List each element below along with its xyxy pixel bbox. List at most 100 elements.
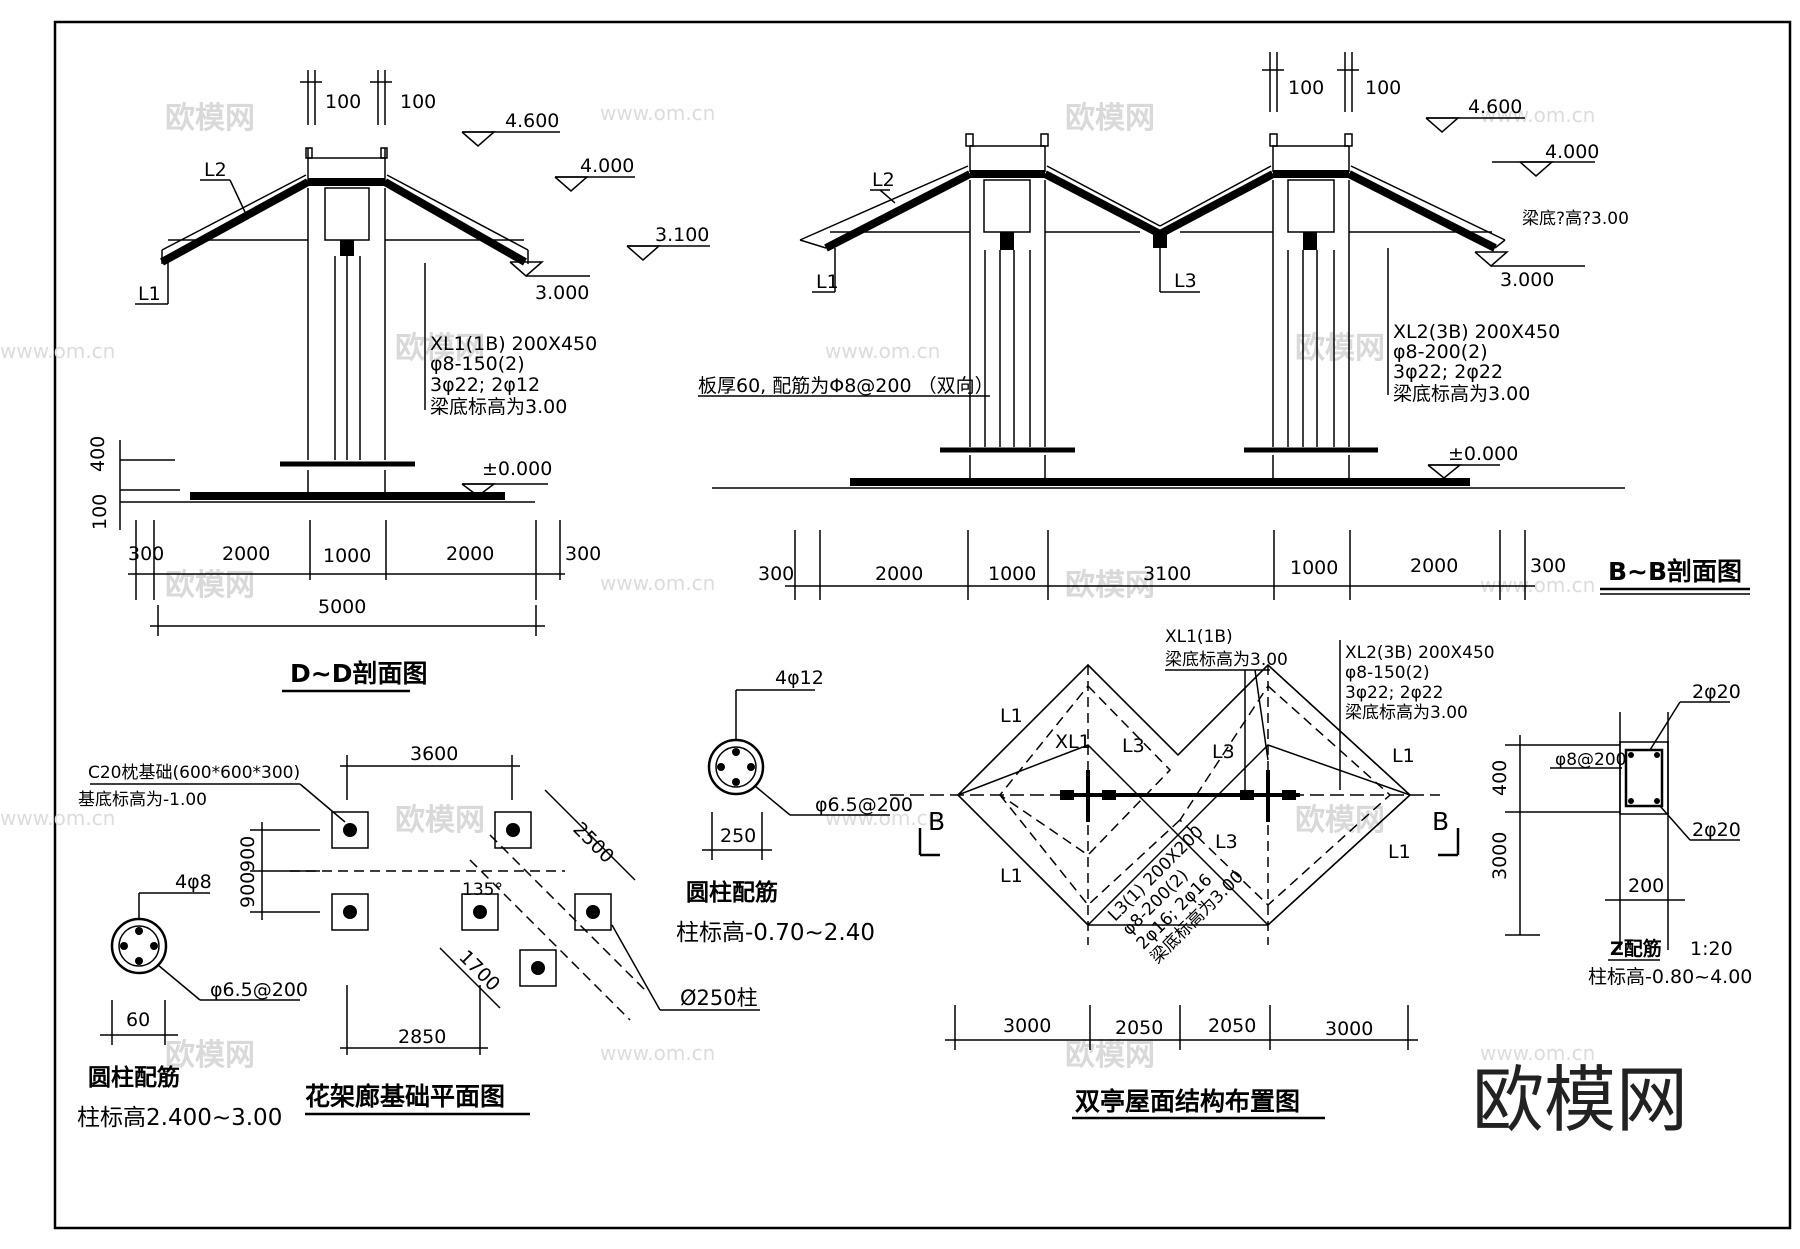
z-height: 400 — [1489, 760, 1511, 796]
dd-dim: 1000 — [323, 545, 371, 567]
dd-dim: 2000 — [222, 543, 270, 565]
roof-dim: 3000 — [1325, 1018, 1373, 1040]
bb-label-l2: L2 — [872, 169, 895, 191]
bb-dim: 1000 — [1290, 557, 1338, 579]
roof-note-xl2: 梁底标高为3.00 — [1345, 703, 1468, 723]
bb-elev-3000: 3.000 — [1500, 269, 1554, 291]
dd-beam-note: 3φ22; 2φ12 — [430, 374, 540, 396]
large-col-subtitle: 柱标高-0.70~2.40 — [676, 920, 875, 946]
roof-dim: 2050 — [1115, 1017, 1163, 1039]
bb-dim: 300 — [1530, 555, 1566, 577]
roof-plan: B B L1 L1 L1 L1 XL1 L3 L3 L3 XL1(1B) 梁底标… — [890, 627, 1495, 1120]
fp-dim-bottom: 2850 — [398, 1026, 446, 1048]
z-bottom-rebar: 2φ20 — [1692, 819, 1741, 841]
roof-label-l3: L3 — [1212, 741, 1235, 763]
large-col-title: 圆柱配筋 — [686, 879, 778, 906]
dd-dim: 2000 — [446, 543, 494, 565]
z-top-rebar: 2φ20 — [1692, 681, 1741, 703]
roof-note-xl1: XL1(1B) — [1165, 627, 1233, 647]
dd-top-dim: 100 — [325, 91, 361, 113]
small-col-stirrup: φ6.5@200 — [210, 979, 308, 1001]
z-detail: 2φ20 φ8@200 400 3000 2φ20 200 Z配筋 1:20 柱… — [1489, 681, 1752, 988]
watermark-text: 欧模网 — [395, 803, 485, 838]
roof-title: 双亭屋面结构布置图 — [1075, 1087, 1300, 1116]
roof-label-xl1: XL1 — [1055, 731, 1091, 753]
roof-section-mark: B — [928, 807, 945, 836]
bb-beam-bottom-note: 梁底?高?3.00 — [1522, 209, 1629, 229]
z-subtitle: 柱标高-0.80~4.00 — [1588, 966, 1752, 988]
bb-elev-0000: ±0.000 — [1448, 443, 1518, 465]
bb-dim: 2000 — [1410, 555, 1458, 577]
z-title: Z配筋 — [1610, 937, 1662, 960]
fp-col-label: Ø250柱 — [680, 986, 758, 1010]
dd-elev-4000: 4.000 — [580, 155, 634, 177]
dd-label-l1: L1 — [138, 283, 161, 305]
watermark-url: www.om.cn — [825, 806, 940, 830]
bb-beam-note: XL2(3B) 200X450 — [1393, 321, 1560, 343]
watermark-text: 欧模网 — [1065, 1038, 1155, 1073]
roof-note-xl2: φ8-150(2) — [1345, 663, 1430, 683]
fp-dim-left2: 900 — [237, 872, 259, 908]
bb-dim: 300 — [758, 563, 794, 585]
small-col-title: 圆柱配筋 — [88, 1064, 180, 1091]
large-col-top-label: 4φ12 — [775, 667, 824, 689]
watermark-url: www.om.cn — [1480, 1041, 1595, 1065]
roof-note-xl1: 梁底标高为3.00 — [1165, 650, 1288, 670]
bb-label-l3: L3 — [1174, 270, 1197, 292]
fp-dim-left1: 900 — [237, 836, 259, 872]
large-col-dim: 250 — [720, 825, 756, 847]
dd-beam-note: XL1(1B) 200X450 — [430, 333, 597, 355]
dd-elev-3000: 3.000 — [535, 282, 589, 304]
bb-dim: 3100 — [1143, 563, 1191, 585]
dd-total: 5000 — [318, 596, 366, 618]
roof-section-mark: B — [1432, 807, 1449, 836]
dd-beam-note: φ8-150(2) — [430, 353, 525, 375]
drawing-frame — [53, 20, 1792, 1230]
roof-label-l1: L1 — [1000, 705, 1023, 727]
dd-beam-note: 梁底标高为3.00 — [430, 396, 567, 418]
dd-section-title: D~D剖面图 — [290, 659, 427, 688]
bb-slab-note: 板厚60, 配筋为Φ8@200 （双向） — [698, 375, 994, 397]
roof-dim: 3000 — [1003, 1015, 1051, 1037]
roof-label-l3: L3 — [1215, 831, 1238, 853]
watermark-text: 欧模网 — [395, 331, 485, 366]
z-scale: 1:20 — [1690, 938, 1733, 960]
dd-elev-3100: 3.100 — [655, 224, 709, 246]
bb-label-l1: L1 — [816, 271, 839, 293]
dd-top-dim: 100 — [400, 91, 436, 113]
large-col-stirrup: φ6.5@200 — [815, 794, 913, 816]
watermark-url: www.om.cn — [600, 1041, 715, 1065]
large-column-detail: 4φ12 φ6.5@200 250 圆柱配筋 柱标高-0.70~2.40 — [676, 667, 913, 946]
z-stirrup: φ8@200 — [1555, 750, 1626, 770]
small-col-subtitle: 柱标高2.400~3.00 — [77, 1105, 282, 1131]
watermark-text: 欧模网 — [1295, 803, 1385, 838]
dd-left-dim: 400 — [87, 436, 109, 472]
watermark-url: www.om.cn — [600, 101, 715, 125]
fp-title: 花架廊基础平面图 — [305, 1082, 505, 1111]
bb-beam-note: 梁底标高为3.00 — [1393, 383, 1530, 405]
small-col-dim: 60 — [126, 1009, 150, 1031]
watermark-text: 欧模网 — [1065, 101, 1155, 136]
bb-top-dim: 100 — [1365, 77, 1401, 99]
watermark-text: 欧模网 — [1295, 331, 1385, 366]
roof-label-l3: L3 — [1122, 735, 1145, 757]
fp-note1: C20枕基础(600*600*300) — [88, 763, 300, 783]
dd-left-dim: 100 — [89, 494, 111, 530]
z-elev: 3000 — [1489, 832, 1511, 880]
dd-dim: 300 — [128, 543, 164, 565]
roof-label-l1: L1 — [1000, 865, 1023, 887]
fp-note2: 基底标高为-1.00 — [78, 790, 207, 810]
bb-dim: 2000 — [875, 563, 923, 585]
roof-label-l1: L1 — [1388, 841, 1411, 863]
roof-label-l1: L1 — [1392, 745, 1415, 767]
bb-beam-note: 3φ22; 2φ22 — [1393, 361, 1503, 383]
dd-section: 100 100 L2 — [87, 70, 710, 693]
roof-note-xl2: XL2(3B) 200X450 — [1345, 643, 1495, 663]
watermark-url: www.om.cn — [1480, 103, 1595, 127]
dd-elev-0000: ±0.000 — [482, 458, 552, 480]
fp-dim-top: 3600 — [410, 743, 458, 765]
dd-dim: 300 — [565, 543, 601, 565]
small-col-top-label: 4φ8 — [175, 871, 212, 893]
bb-top-dim: 100 — [1288, 77, 1324, 99]
watermark-url: www.om.cn — [825, 339, 940, 363]
